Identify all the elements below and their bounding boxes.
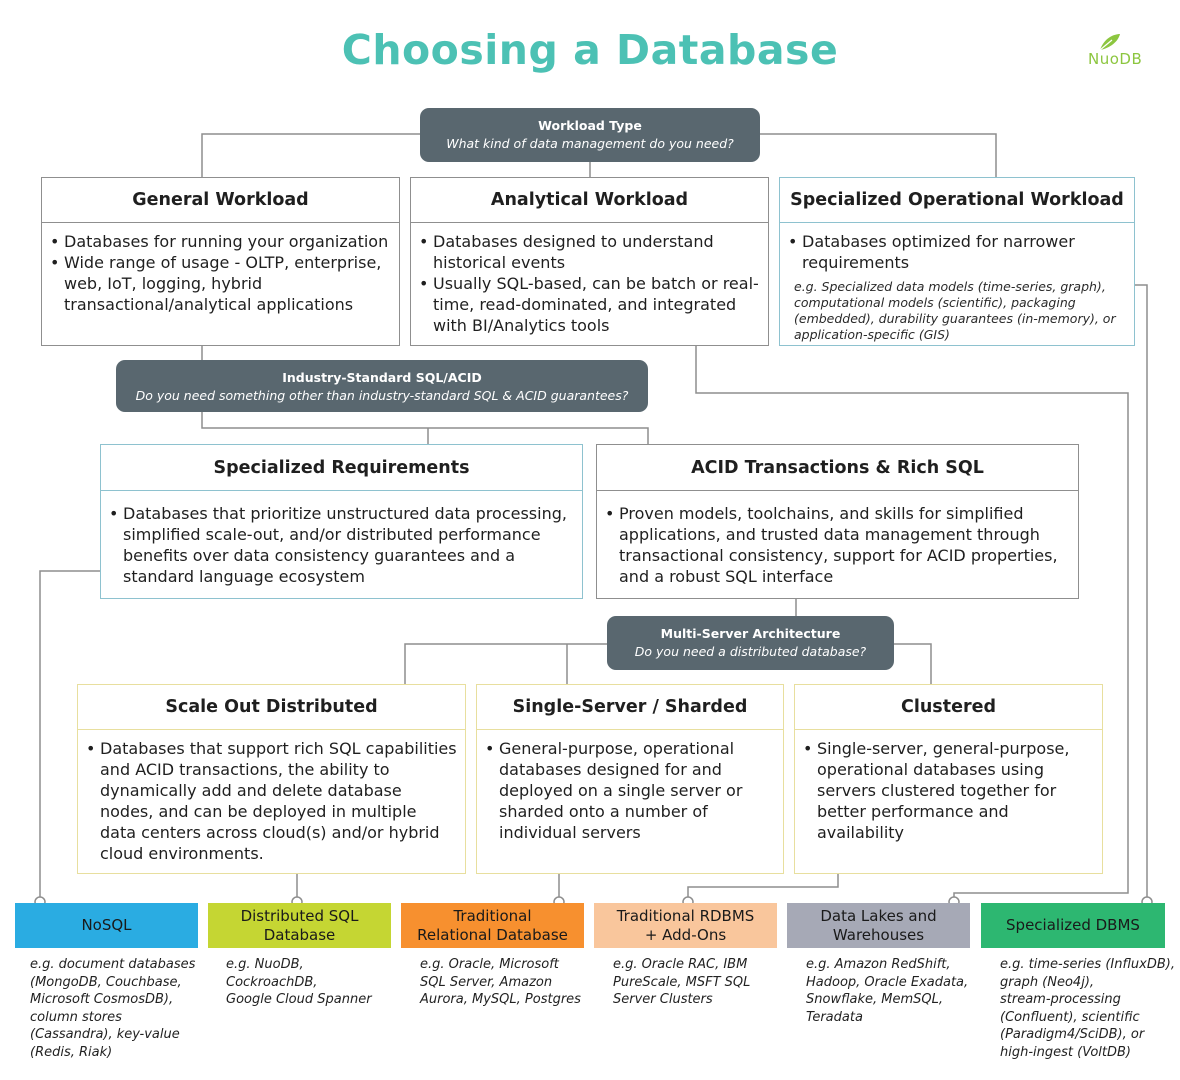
question-subtitle: Do you need a distributed database? <box>634 644 867 659</box>
nuodb-logo: NuoDB <box>1088 32 1168 72</box>
question-subtitle: Do you need something other than industr… <box>135 388 629 403</box>
card-bullet: Single-server, general-purpose, operatio… <box>803 738 1094 843</box>
leaf-icon <box>1099 34 1120 51</box>
card-title: General Workload <box>42 178 399 223</box>
specialized-operational-workload-card: Specialized Operational Workload Databas… <box>779 177 1135 346</box>
card-title: Clustered <box>795 685 1102 730</box>
nosql-examples: e.g. document databases (MongoDB, Couchb… <box>30 957 196 1060</box>
question-subtitle: What kind of data management do you need… <box>446 136 734 151</box>
multi-server-question: Multi-Server Architecture Do you need a … <box>607 616 894 670</box>
card-bullet: Databases that prioritize unstructured d… <box>109 503 574 587</box>
traditional-rdbms-addons-category: Traditional RDBMS + Add-Ons <box>594 903 777 948</box>
specialized-requirements-card: Specialized Requirements Databases that … <box>100 444 583 599</box>
workload-type-question: Workload Type What kind of data manageme… <box>420 108 760 162</box>
card-title: ACID Transactions & Rich SQL <box>597 445 1078 491</box>
card-bullet: Databases optimized for narrower require… <box>788 231 1126 273</box>
card-title: Specialized Requirements <box>101 445 582 491</box>
clustered-card: Clustered Single-server, general-purpose… <box>794 684 1103 874</box>
card-bullet: Databases designed to understand histori… <box>419 231 760 273</box>
card-example: e.g. Specialized data models (time-serie… <box>794 279 1116 342</box>
question-title: Industry-Standard SQL/ACID <box>282 370 482 385</box>
scale-out-distributed-card: Scale Out Distributed Databases that sup… <box>77 684 466 874</box>
traditional-relational-examples: e.g. Oracle, Microsoft SQL Server, Amazo… <box>420 957 581 1007</box>
card-bullet: Databases that support rich SQL capabili… <box>86 738 457 864</box>
card-bullet: General-purpose, operational databases d… <box>485 738 775 843</box>
page-title: Choosing a Database <box>341 26 839 74</box>
traditional-relational-category: Traditional Relational Database <box>401 903 584 948</box>
single-server-sharded-card: Single-Server / Sharded General-purpose,… <box>476 684 784 874</box>
card-bullet: Databases for running your organization <box>50 231 391 252</box>
card-bullet: Proven models, toolchains, and skills fo… <box>605 503 1070 587</box>
distributed-sql-examples: e.g. NuoDB, CockroachDB, Google Cloud Sp… <box>226 957 372 1007</box>
data-lakes-examples: e.g. Amazon RedShift, Hadoop, Oracle Exa… <box>806 957 969 1025</box>
question-title: Multi-Server Architecture <box>660 626 841 641</box>
traditional-rdbms-addons-examples: e.g. Oracle RAC, IBM PureScale, MSFT SQL… <box>613 957 751 1007</box>
sql-acid-question: Industry-Standard SQL/ACID Do you need s… <box>116 360 648 412</box>
logo-text: NuoDB <box>1088 50 1143 68</box>
nosql-category: NoSQL <box>15 903 198 948</box>
distributed-sql-category: Distributed SQL Database <box>208 903 391 948</box>
question-title: Workload Type <box>538 118 642 133</box>
specialized-dbms-category: Specialized DBMS <box>981 903 1165 948</box>
card-bullet: Usually SQL-based, can be batch or real-… <box>419 273 760 336</box>
card-title: Scale Out Distributed <box>78 685 465 730</box>
acid-transactions-card: ACID Transactions & Rich SQL Proven mode… <box>596 444 1079 599</box>
card-title: Single-Server / Sharded <box>477 685 783 730</box>
data-lakes-warehouses-category: Data Lakes and Warehouses <box>787 903 970 948</box>
specialized-dbms-examples: e.g. time-series (InfluxDB), graph (Neo4… <box>1000 957 1175 1060</box>
card-title: Specialized Operational Workload <box>780 178 1134 223</box>
analytical-workload-card: Analytical Workload Databases designed t… <box>410 177 769 346</box>
card-title: Analytical Workload <box>411 178 768 223</box>
card-bullet: Wide range of usage - OLTP, enterprise, … <box>50 252 391 315</box>
general-workload-card: General Workload Databases for running y… <box>41 177 400 346</box>
